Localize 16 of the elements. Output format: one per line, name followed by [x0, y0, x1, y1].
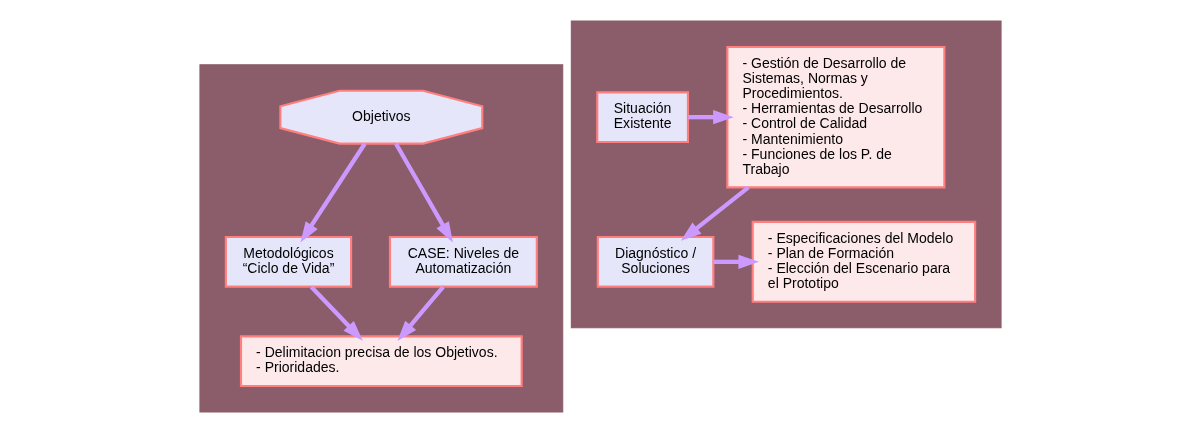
arrow: [396, 285, 445, 342]
cluster: [198, 64, 563, 413]
node-box: - Delimitacion precisa de los Objetivos. - Prioridades.: [239, 335, 523, 388]
arrow: [680, 185, 750, 241]
node-box: Situación Existente: [595, 91, 689, 144]
arrow: [299, 142, 367, 243]
arrow: [309, 285, 363, 341]
cluster: [570, 20, 1002, 329]
arrow: [687, 109, 734, 125]
node-box: - Especificaciones del Modelo - Plan de Formación - Elección del Escenario para el Prototipo: [751, 220, 976, 303]
node-box: - Gestión de Desarrollo de Sistemas, Normas y Procedimientos. - Herramientas de Desarrollo - Control de Calidad - Mantenimiento - Funciones de los P. de Trabajo: [725, 45, 945, 189]
node-box: Metodológicos “Ciclo de Vida”: [224, 235, 352, 288]
node-box: CASE: Niveles de Automatización: [388, 235, 538, 288]
arrow: [712, 254, 759, 270]
arrow: [393, 142, 453, 243]
node-box: Diagnóstico / Soluciones: [596, 235, 714, 288]
